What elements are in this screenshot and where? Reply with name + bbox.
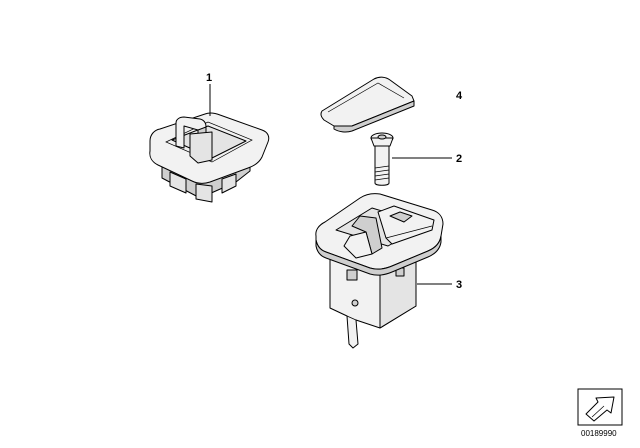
callout-2: 2 — [456, 153, 462, 165]
diagram-id: 00189990 — [581, 429, 617, 438]
part-4-flap[interactable] — [320, 76, 415, 133]
orientation-arrow-icon — [577, 388, 623, 426]
part-1-cover[interactable] — [149, 112, 270, 203]
callout-1: 1 — [206, 72, 212, 84]
part-2-screw[interactable] — [370, 132, 394, 186]
callout-3: 3 — [456, 279, 462, 291]
callout-4: 4 — [456, 90, 463, 102]
leader-lines — [209, 84, 452, 285]
part-3-holder[interactable] — [315, 193, 444, 349]
